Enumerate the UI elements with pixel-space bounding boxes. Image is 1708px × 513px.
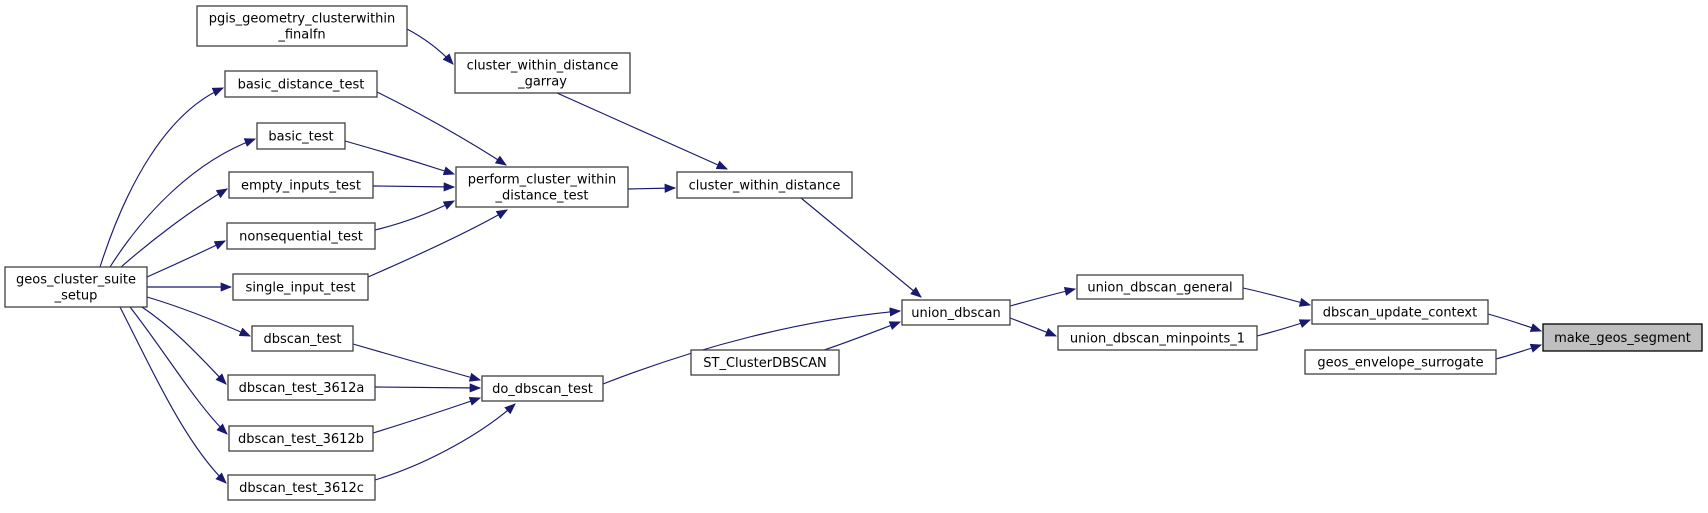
node-box-union_dbscan_minpoints_1[interactable]	[1057, 325, 1258, 351]
node-single_input_test[interactable]: single_input_test	[232, 273, 369, 301]
edge-nonsequential_test--perform_cluster_within_distance_test	[374, 200, 456, 231]
node-label-geos_envelope_surrogate: geos_envelope_surrogate	[1317, 356, 1483, 371]
node-box-nonsequential_test[interactable]	[226, 222, 376, 250]
edge-basic_distance_test--perform_cluster_within_distance_test	[376, 91, 507, 166]
node-label-cluster_within_distance_garray: cluster_within_distance_garray	[467, 59, 619, 90]
edge-geos_cluster_suite_setup--dbscan_test_3612a	[141, 306, 227, 385]
edge-union_dbscan_general--dbscan_update_context	[1242, 287, 1312, 307]
node-empty_inputs_test[interactable]: empty_inputs_test	[228, 171, 374, 199]
edge-pgis_geometry_clusterwithin_finalfn--cluster_within_distance_garray	[406, 28, 454, 65]
edge-geos_cluster_suite_setup--dbscan_test_3612b	[129, 306, 228, 435]
node-basic_test[interactable]: basic_test	[256, 122, 346, 150]
edge-perform_cluster_within_distance_test--cluster_within_distance	[627, 183, 677, 193]
node-box-perform_cluster_within_distance_test[interactable]	[455, 166, 629, 208]
edge-geos_cluster_suite_setup--dbscan_test_3612c	[119, 306, 227, 484]
edge-dbscan_test_3612b--do_dbscan_test	[372, 397, 482, 434]
node-dbscan_test_3612c[interactable]: dbscan_test_3612c	[227, 474, 376, 501]
node-label-single_input_test: single_input_test	[246, 281, 356, 296]
node-do_dbscan_test[interactable]: do_dbscan_test	[481, 375, 604, 402]
edge-basic_test--perform_cluster_within_distance_test	[344, 140, 456, 176]
node-label-pgis_geometry_clusterwithin_finalfn: pgis_geometry_clusterwithin_finalfn	[209, 12, 396, 43]
node-label-empty_inputs_test: empty_inputs_test	[241, 179, 361, 194]
node-box-cluster_within_distance_garray[interactable]	[454, 52, 631, 94]
edge-ST_ClusterDBSCAN--union_dbscan	[823, 321, 902, 351]
node-ST_ClusterDBSCAN[interactable]: ST_ClusterDBSCAN	[690, 349, 840, 376]
node-basic_distance_test[interactable]: basic_distance_test	[224, 70, 378, 98]
node-box-cluster_within_distance[interactable]	[676, 171, 853, 199]
edge-cluster_within_distance--union_dbscan	[800, 197, 922, 298]
node-label-dbscan_test: dbscan_test	[263, 332, 341, 347]
edge-geos_cluster_suite_setup--basic_test	[109, 138, 257, 268]
node-label-cluster_within_distance: cluster_within_distance	[689, 179, 841, 194]
node-label-nonsequential_test: nonsequential_test	[239, 230, 363, 245]
node-label-ST_ClusterDBSCAN: ST_ClusterDBSCAN	[703, 356, 826, 371]
node-union_dbscan_minpoints_1[interactable]: union_dbscan_minpoints_1	[1057, 325, 1258, 351]
node-box-single_input_test[interactable]	[232, 273, 369, 301]
edge-union_dbscan--union_dbscan_general	[1009, 286, 1077, 307]
node-label-make_geos_segment: make_geos_segment	[1554, 331, 1691, 346]
node-dbscan_test_3612a[interactable]: dbscan_test_3612a	[227, 374, 376, 401]
edge-geos_cluster_suite_setup--empty_inputs_test	[120, 188, 228, 268]
node-box-basic_distance_test[interactable]	[224, 70, 378, 98]
node-cluster_within_distance[interactable]: cluster_within_distance	[676, 171, 853, 199]
node-geos_cluster_suite_setup[interactable]: geos_cluster_suite_setup	[4, 266, 148, 308]
edge-union_dbscan_minpoints_1--dbscan_update_context	[1256, 319, 1312, 337]
node-box-union_dbscan[interactable]	[901, 299, 1011, 326]
edge-dbscan_test--do_dbscan_test	[352, 343, 482, 382]
edge-single_input_test--perform_cluster_within_distance_test	[367, 209, 508, 278]
node-label-dbscan_update_context: dbscan_update_context	[1323, 306, 1477, 321]
node-cluster_within_distance_garray[interactable]: cluster_within_distance_garray	[454, 52, 631, 94]
edge-geos_cluster_suite_setup--nonsequential_test	[146, 240, 227, 278]
node-label-union_dbscan_minpoints_1: union_dbscan_minpoints_1	[1070, 332, 1245, 347]
node-geos_envelope_surrogate[interactable]: geos_envelope_surrogate	[1304, 349, 1497, 375]
node-label-geos_cluster_suite_setup: geos_cluster_suite_setup	[16, 273, 136, 304]
node-label-union_dbscan_general: union_dbscan_general	[1087, 281, 1232, 296]
node-union_dbscan[interactable]: union_dbscan	[901, 299, 1011, 326]
node-box-union_dbscan_general[interactable]	[1076, 274, 1244, 300]
node-box-geos_envelope_surrogate[interactable]	[1304, 349, 1497, 375]
node-label-union_dbscan: union_dbscan	[911, 306, 1000, 321]
node-box-make_geos_segment[interactable]	[1542, 323, 1703, 352]
node-perform_cluster_within_distance_test[interactable]: perform_cluster_within_distance_test	[455, 166, 629, 208]
node-box-dbscan_test[interactable]	[251, 325, 354, 352]
node-make_geos_segment[interactable]: make_geos_segment	[1542, 323, 1703, 352]
node-label-perform_cluster_within_distance_test: perform_cluster_within_distance_test	[468, 173, 617, 204]
node-box-geos_cluster_suite_setup[interactable]	[4, 266, 148, 308]
edge-cluster_within_distance_garray--cluster_within_distance	[556, 92, 729, 170]
node-dbscan_test_3612b[interactable]: dbscan_test_3612b	[228, 425, 374, 452]
node-box-dbscan_update_context[interactable]	[1311, 299, 1489, 325]
node-nonsequential_test[interactable]: nonsequential_test	[226, 222, 376, 250]
node-label-basic_test: basic_test	[268, 130, 333, 145]
edge-dbscan_update_context--make_geos_segment	[1487, 313, 1543, 332]
edge-do_dbscan_test--union_dbscan	[602, 307, 902, 385]
node-label-dbscan_test_3612b: dbscan_test_3612b	[238, 432, 364, 447]
node-label-basic_distance_test: basic_distance_test	[238, 78, 365, 93]
node-dbscan_update_context[interactable]: dbscan_update_context	[1311, 299, 1489, 325]
node-label-dbscan_test_3612a: dbscan_test_3612a	[239, 381, 365, 396]
node-label-dbscan_test_3612c: dbscan_test_3612c	[239, 481, 364, 496]
node-box-basic_test[interactable]	[256, 122, 346, 150]
edge-union_dbscan--union_dbscan_minpoints_1	[1009, 317, 1058, 337]
node-box-dbscan_test_3612b[interactable]	[228, 425, 374, 452]
edge-dbscan_test_3612a--do_dbscan_test	[374, 383, 482, 393]
node-label-do_dbscan_test: do_dbscan_test	[492, 382, 593, 397]
node-box-dbscan_test_3612a[interactable]	[227, 374, 376, 401]
edge-geos_envelope_surrogate--make_geos_segment	[1495, 343, 1543, 360]
node-union_dbscan_general[interactable]: union_dbscan_general	[1076, 274, 1244, 300]
edge-geos_cluster_suite_setup--basic_distance_test	[99, 87, 225, 268]
node-box-pgis_geometry_clusterwithin_finalfn[interactable]	[196, 5, 408, 47]
node-dbscan_test[interactable]: dbscan_test	[251, 325, 354, 352]
edge-geos_cluster_suite_setup--dbscan_test	[146, 296, 252, 337]
node-box-dbscan_test_3612c[interactable]	[227, 474, 376, 501]
edge-empty_inputs_test--perform_cluster_within_distance_test	[372, 182, 456, 192]
node-box-empty_inputs_test[interactable]	[228, 171, 374, 199]
edge-dbscan_test_3612c--do_dbscan_test	[374, 403, 516, 481]
node-box-ST_ClusterDBSCAN[interactable]	[690, 349, 840, 376]
node-box-do_dbscan_test[interactable]	[481, 375, 604, 402]
node-pgis_geometry_clusterwithin_finalfn[interactable]: pgis_geometry_clusterwithin_finalfn	[196, 5, 408, 47]
